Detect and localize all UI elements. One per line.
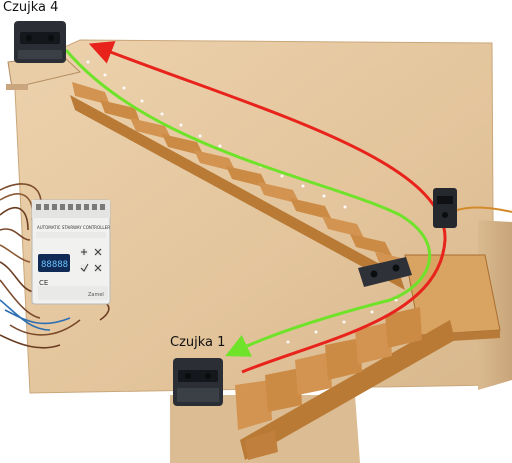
stairway-controller <box>31 199 111 305</box>
controller-brand: Zamel <box>88 292 104 298</box>
led-strip <box>86 60 398 344</box>
sensor-middle <box>358 257 412 287</box>
lower-stair-flight <box>235 307 455 460</box>
controller-ce-mark: CE <box>39 279 48 287</box>
sensor-wall <box>433 188 512 228</box>
green-path-arrow <box>64 49 431 357</box>
sensor-bottom <box>173 358 223 406</box>
upper-stair-flight <box>70 82 415 290</box>
controller-display: 88888 <box>41 260 68 270</box>
sensor-label-bottom: Czujka 1 <box>170 335 226 350</box>
controller-header-text: AUTOMATIC STAIRWAY CONTROLLER <box>37 225 110 230</box>
sensor-label-top: Czujka 4 <box>3 0 59 15</box>
sensor-top <box>14 21 66 63</box>
